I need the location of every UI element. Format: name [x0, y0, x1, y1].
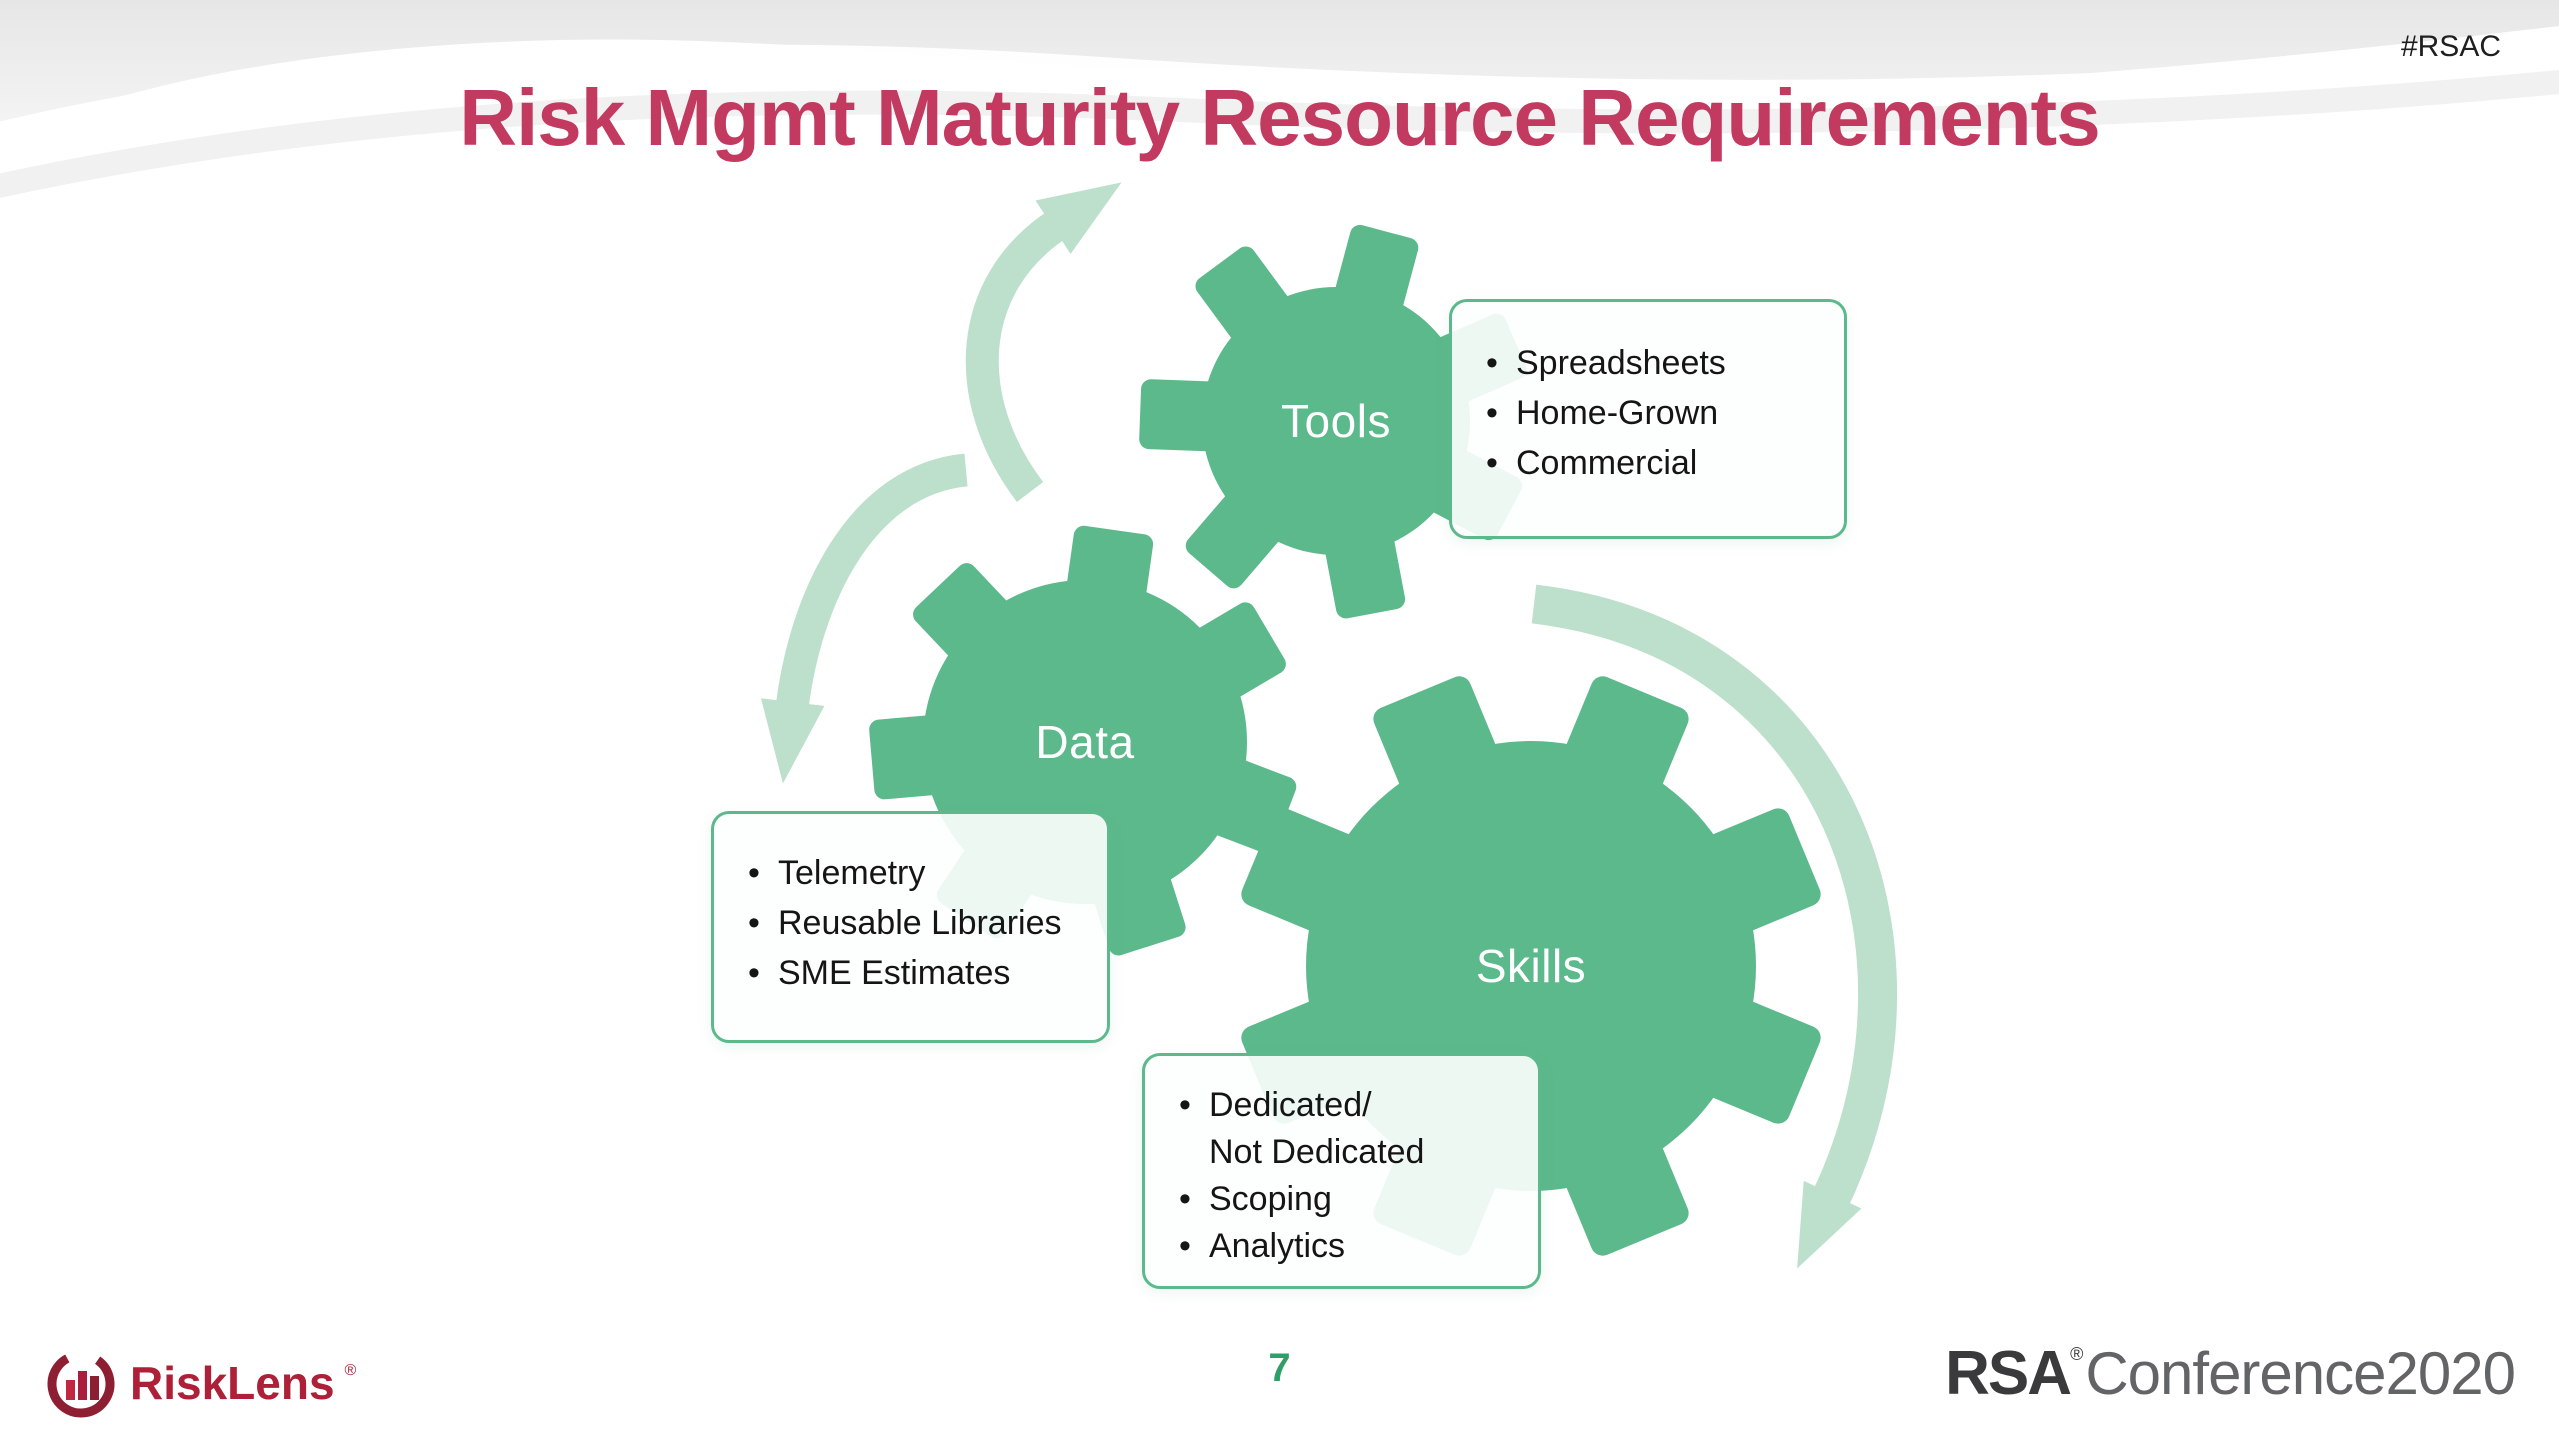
page-number: 7	[1268, 1346, 1291, 1390]
cycle-arrow-right	[1531, 584, 1898, 1269]
callout-tools: Spreadsheets Home-Grown Commercial	[1449, 299, 1847, 539]
callout-item: Telemetry	[738, 848, 1091, 898]
callout-skills-list: Dedicated/ Not Dedicated Scoping Analyti…	[1169, 1082, 1522, 1270]
risklens-logo-text: RiskLens	[130, 1357, 335, 1409]
risklens-logo-icon	[47, 1350, 115, 1418]
risklens-logo: RiskLens ®	[42, 1344, 356, 1422]
risklens-registered-mark: ®	[344, 1362, 357, 1379]
rsa-conference-year-text: Conference2020	[2085, 1340, 2516, 1407]
callout-item: Spreadsheets	[1476, 338, 1826, 388]
callout-tools-list: Spreadsheets Home-Grown Commercial	[1476, 338, 1826, 488]
rsa-registered-mark: ®	[2070, 1344, 2084, 1364]
callout-skills: Dedicated/ Not Dedicated Scoping Analyti…	[1142, 1053, 1541, 1289]
cycle-arrow-top	[965, 182, 1122, 502]
rsa-logo-text: RSA	[1945, 1339, 2072, 1408]
callout-item: Dedicated/ Not Dedicated	[1169, 1082, 1522, 1176]
callout-item: Analytics	[1169, 1223, 1522, 1270]
callout-item: Commercial	[1476, 438, 1826, 488]
rsa-conference-logo: RSA ® Conference2020	[1945, 1338, 2516, 1409]
callout-data: Telemetry Reusable Libraries SME Estimat…	[711, 811, 1110, 1043]
gear-label-skills: Skills	[1475, 940, 1587, 992]
callout-item: SME Estimates	[738, 948, 1091, 998]
slide-title: Risk Mgmt Maturity Resource Requirements	[459, 73, 2100, 162]
callout-item: Scoping	[1169, 1176, 1522, 1223]
callout-item: Reusable Libraries	[738, 898, 1091, 948]
rsac-hashtag: #RSAC	[2400, 30, 2501, 63]
callout-item: Home-Grown	[1476, 388, 1826, 438]
gear-label-data: Data	[1035, 716, 1135, 768]
cycle-arrow-left	[760, 453, 969, 784]
callout-data-list: Telemetry Reusable Libraries SME Estimat…	[738, 848, 1091, 998]
gear-label-tools: Tools	[1281, 395, 1391, 447]
